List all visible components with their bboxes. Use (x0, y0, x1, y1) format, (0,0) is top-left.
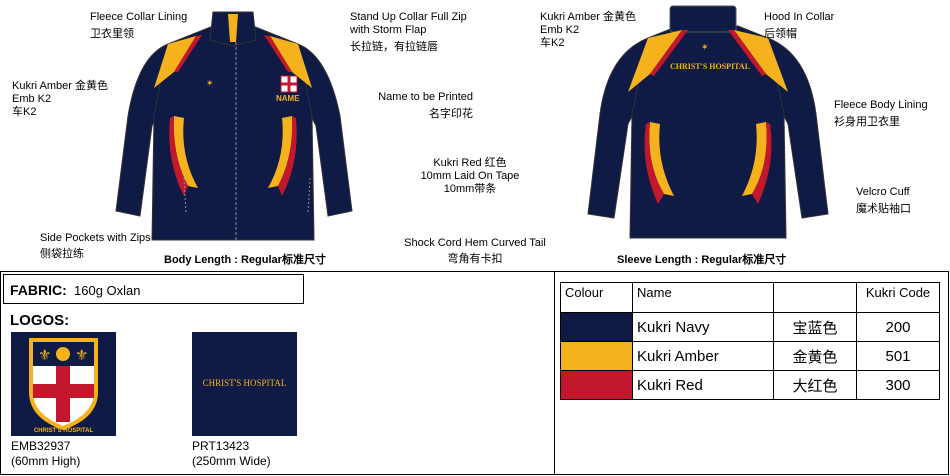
svg-text:✶: ✶ (206, 78, 214, 88)
back-print-text: CHRIST'S HOSPITAL (669, 62, 751, 71)
header-name: Name (632, 282, 774, 313)
prt-logo-caption: PRT13423(250mm Wide) (192, 439, 271, 468)
emb-logo-caption: EMB32937(60mm High) (11, 439, 81, 468)
body-length-label: Body Length : Regular标准尺寸 (164, 254, 326, 266)
jacket-name-print: NAME (276, 94, 300, 103)
colour-code: 200 (856, 312, 940, 342)
colour-code: 300 (856, 370, 940, 400)
spec-frame (0, 271, 949, 475)
table-row: Kukri Navy 宝蓝色 200 (560, 312, 940, 342)
sleeve-length-label: Sleeve Length : Regular标准尺寸 (617, 254, 787, 266)
svg-text:⚜: ⚜ (38, 347, 51, 364)
spec-divider (0, 271, 555, 475)
fabric-line: FABRIC: 160g Oxlan (10, 282, 141, 298)
colour-swatch (560, 370, 633, 400)
colour-chinese: 大红色 (773, 370, 857, 400)
header-colour: Colour (560, 282, 633, 313)
svg-text:✶: ✶ (701, 42, 709, 52)
back-jacket-illustration: ✶ (587, 5, 829, 239)
colour-chinese: 金黄色 (773, 341, 857, 371)
colour-swatch (560, 312, 633, 342)
colour-code: 501 (856, 341, 940, 371)
colour-name: Kukri Red (632, 370, 774, 400)
colour-chinese: 宝蓝色 (773, 312, 857, 342)
emb-logo-text: CHRIST'S HOSPITAL (33, 428, 94, 434)
svg-text:⚜: ⚜ (75, 347, 88, 364)
prt-logo (192, 332, 297, 436)
table-row: Kukri Red 大红色 300 (560, 370, 940, 400)
emb-logo: ⚜ ⚜ (11, 332, 116, 436)
colour-table-header: Colour Name Kukri Code (560, 282, 940, 313)
fabric-value: 160g Oxlan (74, 283, 141, 298)
fabric-box (3, 274, 304, 304)
shield-icon: ⚜ ⚜ (29, 338, 98, 430)
fabric-label: FABRIC: (10, 282, 67, 298)
header-blank (773, 282, 857, 313)
colour-swatch (560, 341, 633, 371)
colour-name: Kukri Navy (632, 312, 774, 342)
colour-table: Colour Name Kukri Code Kukri Navy 宝蓝色 20… (560, 282, 940, 400)
logos-title: LOGOS: (10, 312, 70, 329)
header-kukri-code: Kukri Code (856, 282, 940, 313)
prt-logo-text: CHRIST'S HOSPITAL (202, 378, 287, 388)
table-row: Kukri Amber 金黄色 501 (560, 341, 940, 371)
colour-name: Kukri Amber (632, 341, 774, 371)
front-jacket-illustration: ✶ (115, 11, 353, 241)
